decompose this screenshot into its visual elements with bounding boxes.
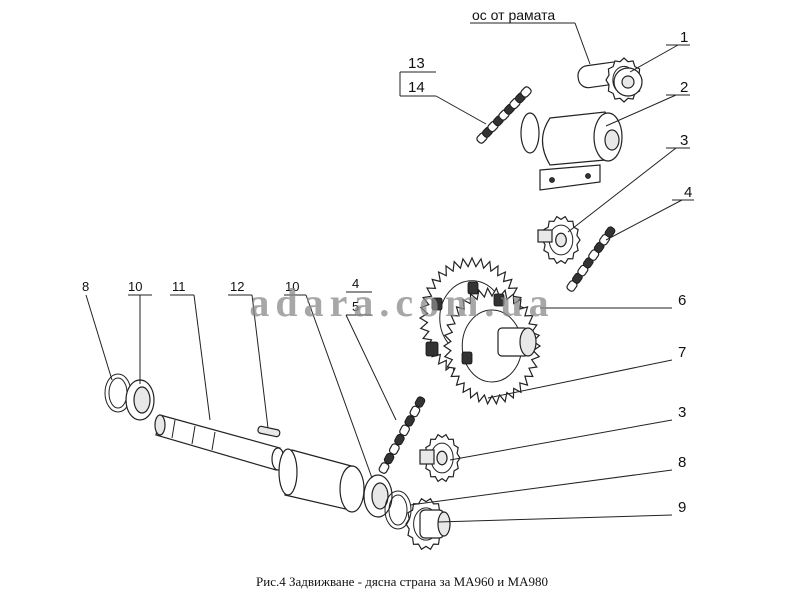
part-4-5-chain-middle (378, 396, 426, 474)
callout-9: 9 (678, 499, 686, 516)
callout-11: 11 (172, 279, 186, 294)
callout-1: 1 (680, 29, 688, 46)
callout-6: 6 (678, 292, 686, 309)
part-6-7-large-sprocket (418, 256, 542, 406)
part-10-bearing-right (363, 474, 393, 518)
leader-lines (85, 22, 694, 523)
watermark: adara.com.ua (249, 280, 554, 325)
callout-12: 12 (230, 279, 244, 294)
callout-3-upper: 3 (680, 132, 688, 149)
part-4-chain-upper (566, 226, 616, 292)
callout-14: 14 (408, 79, 425, 96)
figure-caption: Рис.4 Задвижване - дясна страна за МА960… (256, 574, 548, 589)
callout-7: 7 (678, 344, 686, 361)
part-8-circlip-right (384, 490, 412, 530)
part-sleeve (278, 448, 365, 513)
callout-8-left: 8 (82, 279, 89, 294)
callout-3-lower: 3 (678, 404, 686, 421)
callout-2: 2 (680, 79, 688, 96)
callout-4-upper: 4 (684, 184, 692, 201)
callout-8-right: 8 (678, 454, 686, 471)
callout-10-left: 10 (128, 279, 142, 294)
callout-5: 5 (352, 299, 359, 314)
callout-10-right: 10 (285, 279, 299, 294)
part-3-sprocket-lower (419, 433, 461, 483)
part-11-shaft (154, 414, 285, 471)
callout-13: 13 (408, 55, 425, 72)
part-3-sprocket-upper (537, 215, 581, 265)
part-10-bearing-left (125, 379, 155, 421)
part-13-14-chain (476, 86, 532, 144)
part-1-axle-sprocket (577, 57, 643, 103)
part-9-sprocket-hub (405, 497, 451, 551)
axle-note: ос от рамата (472, 7, 555, 23)
part-2-bearing-housing (520, 111, 623, 191)
callout-4-middle: 4 (352, 276, 359, 291)
part-12-key (257, 425, 281, 438)
